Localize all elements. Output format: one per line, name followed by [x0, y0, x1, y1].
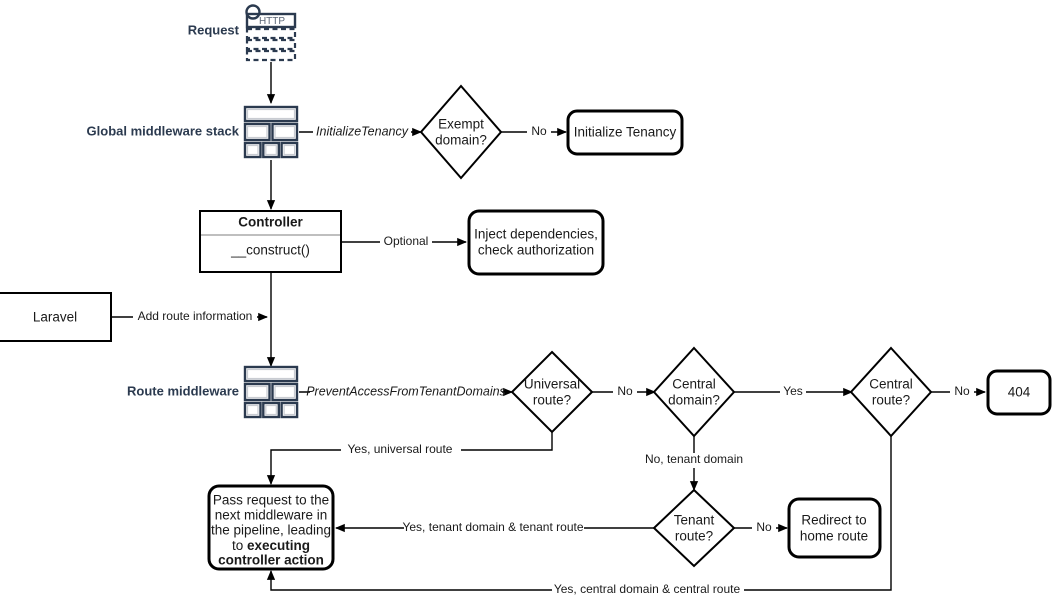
node-exempt-domain-line-2: domain? — [435, 133, 487, 148]
middleware-stack-icon-global — [243, 105, 299, 159]
edge-label-exempt-no: No — [531, 124, 547, 138]
side-label-global-middleware-stack: Global middleware stack — [87, 123, 240, 138]
edge-label-central-yes: Yes, central domain & central route — [554, 582, 741, 596]
node-pass-request-line-3: the pipeline, leading — [211, 523, 331, 538]
edge-label-central-domain-no: No, tenant domain — [645, 452, 743, 466]
node-404-label: 404 — [1008, 385, 1031, 400]
edge-label-central-domain-yes: Yes — [783, 384, 803, 398]
pass-request-bold-executing: executing — [247, 538, 310, 553]
node-pass-request-line-2: next middleware in — [215, 508, 328, 523]
edge-label-universal-no: No — [617, 384, 633, 398]
node-initialize-tenancy-label: Initialize Tenancy — [574, 125, 677, 140]
node-404[interactable]: 404 — [986, 369, 1052, 416]
edge-label-prevent-access: PreventAccessFromTenantDomains — [306, 384, 506, 398]
node-central-route-line-2: route? — [872, 393, 910, 408]
node-laravel-label: Laravel — [33, 310, 77, 325]
edge-label-initialize-tenancy: InitializeTenancy — [316, 124, 409, 138]
node-controller-title: Controller — [238, 215, 303, 230]
node-tenant-route-line-1: Tenant — [674, 513, 715, 528]
node-tenant-route[interactable]: Tenant route? — [652, 488, 736, 568]
node-pass-request-line-4: to executing — [232, 538, 310, 553]
node-pass-request-line-1: Pass request to the — [213, 493, 329, 508]
node-universal-route-line-1: Universal — [524, 377, 580, 392]
node-exempt-domain-line-1: Exempt — [438, 117, 484, 132]
edge-label-tenant-route-no: No — [756, 520, 772, 534]
edge-label-optional: Optional — [384, 234, 429, 248]
http-icon-label: HTTP — [259, 16, 285, 27]
edge-label-add-route-information: Add route information — [138, 309, 253, 323]
node-central-domain[interactable]: Central domain? — [652, 346, 736, 438]
side-label-request: Request — [188, 22, 240, 37]
node-laravel[interactable]: Laravel — [0, 292, 112, 342]
node-pass-request[interactable]: Pass request to the next middleware in t… — [207, 484, 335, 571]
node-redirect-home-line-2: home route — [800, 529, 868, 544]
node-inject-dependencies-line-1: Inject dependencies, — [474, 227, 598, 242]
node-universal-route-line-2: route? — [533, 393, 571, 408]
edge-label-universal-yes: Yes, universal route — [348, 442, 453, 456]
node-pass-request-line-5: controller action — [218, 553, 324, 568]
edge-labels: InitializeTenancy No Optional Add route … — [133, 124, 974, 598]
edge-label-tenant-yes: Yes, tenant domain & tenant route — [402, 520, 583, 534]
node-controller-method: __construct() — [230, 243, 310, 258]
node-redirect-home-line-1: Redirect to — [801, 513, 866, 528]
edge-label-central-route-no: No — [954, 384, 970, 398]
node-universal-route[interactable]: Universal route? — [510, 350, 594, 434]
node-initialize-tenancy[interactable]: Initialize Tenancy — [566, 109, 684, 156]
node-inject-dependencies[interactable]: Inject dependencies, check authorization — [467, 209, 605, 276]
node-central-domain-line-1: Central — [672, 377, 716, 392]
node-redirect-home[interactable]: Redirect to home route — [787, 497, 882, 559]
side-label-route-middleware: Route middleware — [127, 383, 239, 398]
node-central-route[interactable]: Central route? — [849, 346, 933, 438]
node-central-route-line-1: Central — [869, 377, 913, 392]
middleware-stack-icon-route — [243, 365, 299, 419]
node-tenant-route-line-2: route? — [675, 529, 713, 544]
node-exempt-domain[interactable]: Exempt domain? — [419, 84, 503, 180]
node-inject-dependencies-line-2: check authorization — [478, 243, 594, 258]
node-controller[interactable]: Controller __construct() — [199, 210, 342, 273]
http-request-icon: HTTP — [245, 4, 297, 62]
node-central-domain-line-2: domain? — [668, 393, 720, 408]
pass-request-plain-to: to — [232, 538, 247, 553]
